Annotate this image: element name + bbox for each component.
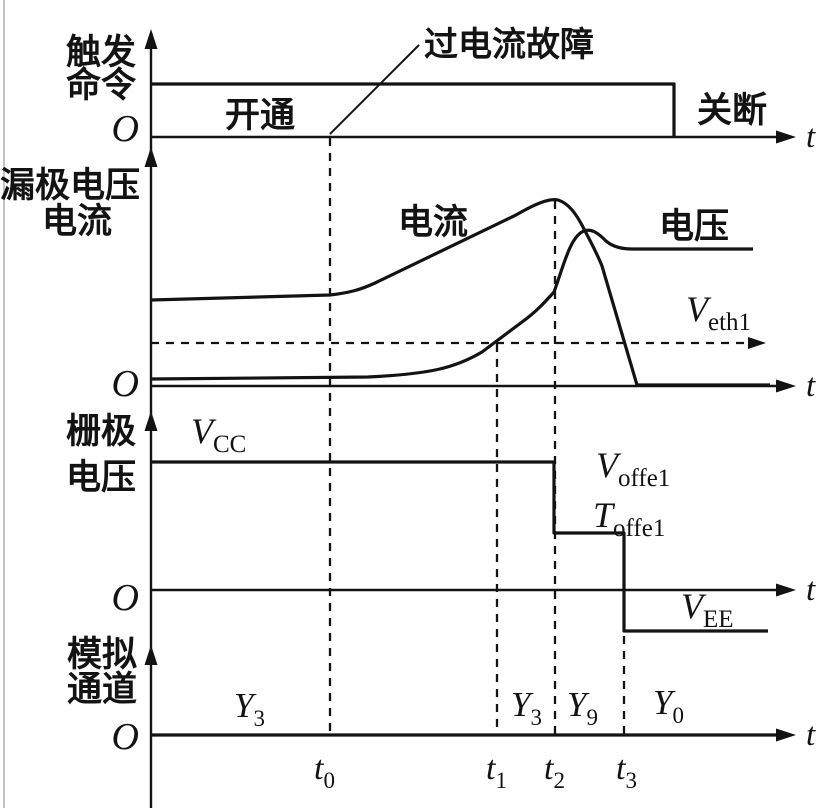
on-state-label: 开通 — [225, 96, 295, 135]
origin-label: O — [112, 363, 139, 405]
vcc-level-label: VCC — [191, 411, 246, 458]
trigger-pulse-waveform — [151, 82, 676, 137]
overcurrent-fault-label: 过电流故障 — [424, 26, 594, 64]
right-arrow-icon — [748, 337, 766, 349]
drain-voltage-waveform — [150, 228, 753, 381]
origin-label: O — [112, 716, 139, 758]
right-arrow-icon — [776, 583, 796, 597]
gate-voltage-waveform — [151, 460, 768, 633]
trigger-axis-label-line2: 命令 — [66, 65, 137, 105]
voffe1-label: Voffe1 — [596, 445, 670, 492]
t3-marker-label: t3 — [616, 750, 637, 793]
gate-panel: 栅极 电压 O t VCC Voffe1 Toffe1 VEE — [66, 411, 816, 633]
t0-marker-label: t0 — [314, 750, 335, 793]
up-arrow-icon — [144, 29, 158, 49]
up-arrow-icon — [144, 411, 158, 431]
channel-segment-label: Y0 — [653, 683, 684, 728]
current-curve-label: 电流 — [398, 203, 468, 242]
drain-panel: 漏极电压 电流 O t 电流 电压 Veth1 — [0, 166, 816, 405]
origin-label: O — [112, 108, 139, 150]
time-axis-label: t — [806, 119, 816, 155]
up-arrow-icon — [144, 645, 158, 665]
drain-current-waveform — [150, 198, 770, 387]
drain-axis-label-line2: 电流 — [42, 202, 112, 241]
right-arrow-icon — [776, 728, 796, 742]
shared-vertical-axis — [144, 29, 158, 808]
origin-label: O — [112, 577, 139, 619]
right-arrow-icon — [776, 130, 796, 144]
channel-segment-label: Y3 — [511, 685, 542, 730]
voltage-curve-label: 电压 — [659, 207, 729, 246]
trigger-axis-label-line1: 触发 — [66, 33, 136, 72]
up-arrow-icon — [144, 147, 158, 167]
time-axis-label: t — [806, 368, 816, 404]
analog-axis-label-line2: 通道 — [67, 670, 137, 709]
vee-level-label: VEE — [681, 586, 734, 633]
time-axis-label: t — [806, 717, 816, 753]
trigger-panel: 触发 命令 O t 开通 关断 过电流故障 — [66, 26, 816, 155]
off-state-label: 关断 — [697, 91, 767, 130]
right-arrow-icon — [776, 379, 796, 393]
gate-axis-label-line2: 电压 — [66, 458, 136, 497]
toffe1-label: Toffe1 — [593, 495, 665, 542]
time-axis-label: t — [806, 572, 816, 608]
t1-marker-label: t1 — [486, 750, 507, 793]
gate-axis-label-line1: 栅极 — [66, 412, 136, 451]
drain-axis-label-line1: 漏极电压 — [0, 166, 140, 205]
analog-axis-label-line1: 模拟 — [67, 635, 137, 674]
time-marker-lines — [328, 138, 626, 735]
analog-panel: 模拟 通道 O t Y3 Y3 Y9 Y0 t0 t1 t2 t3 — [67, 635, 816, 793]
t2-marker-label: t2 — [544, 750, 565, 793]
channel-segment-label: Y9 — [567, 685, 598, 730]
veth1-threshold-label: Veth1 — [686, 289, 751, 336]
channel-segment-label: Y3 — [234, 686, 265, 731]
fault-callout-line — [329, 44, 420, 135]
